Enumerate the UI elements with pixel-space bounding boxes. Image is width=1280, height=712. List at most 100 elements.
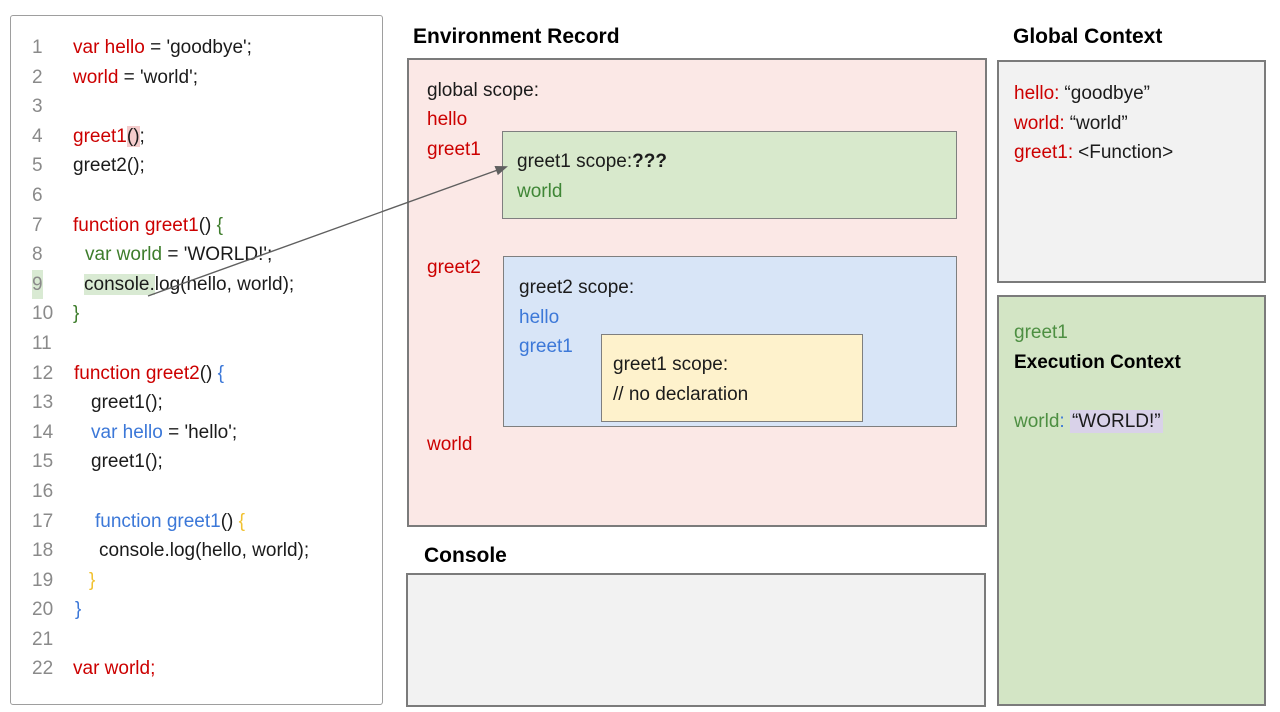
line-number: 19 — [32, 569, 54, 591]
code-line: 16 — [11, 477, 382, 507]
code-line: 8 var world = 'WORLD!'; — [11, 240, 382, 270]
line-number: 12 — [32, 362, 54, 384]
code-line: 12 function greet2() { — [11, 359, 382, 389]
line-number: 11 — [32, 332, 52, 354]
code-token: greet1 — [73, 125, 127, 147]
line-number: 9 — [32, 269, 43, 300]
code-line: 9 console.log(hello, world); — [11, 269, 382, 300]
code-token: = 'world'; — [118, 66, 198, 88]
gc-var-name: world: — [1014, 112, 1065, 134]
line-number: 1 — [32, 37, 43, 58]
code-token: function greet2 — [74, 362, 200, 384]
greet1-scope-title-row: greet1 scope:??? — [517, 147, 956, 177]
code-text: greet1(); — [91, 447, 163, 477]
code-token: var hello — [73, 37, 145, 58]
inner-greet1-scope-title: greet1 scope: — [613, 354, 729, 375]
line-number: 18 — [32, 540, 54, 562]
code-token: = 'WORLD!'; — [162, 244, 273, 266]
line-number: 8 — [32, 244, 43, 266]
environment-record-title: Environment Record — [413, 25, 620, 48]
gc-var-name: greet1: — [1014, 142, 1074, 164]
code-text: greet2(); — [73, 151, 145, 181]
line-number: 4 — [32, 125, 43, 147]
code-token: console.log(hello, world); — [99, 540, 310, 562]
greet1-scope-title: greet1 scope: — [517, 151, 633, 172]
greet1-scope-box: greet1 scope:??? world — [502, 131, 957, 219]
code-token: { — [217, 362, 224, 384]
exec-context-entry: world: “WORLD!” — [1014, 407, 1264, 437]
greet2-scope-title: greet2 scope: — [519, 277, 635, 298]
code-text: function greet1() { — [73, 211, 223, 241]
exec-context-fn-name: greet1 — [1014, 322, 1068, 343]
code-text: } — [75, 595, 81, 625]
line-number: 10 — [32, 303, 54, 325]
code-text: var hello = 'goodbye'; — [73, 33, 252, 63]
code-token: { — [238, 510, 245, 532]
greet2-scope-var-hello: hello — [519, 306, 560, 328]
console-output-box — [406, 573, 986, 707]
line-number: 21 — [32, 628, 54, 650]
line-number: 3 — [32, 96, 43, 118]
global-scope-label: global scope: — [427, 80, 539, 101]
code-line: 5 greet2(); — [11, 151, 382, 181]
global-var-world: world — [427, 434, 473, 455]
code-token: = 'goodbye'; — [144, 37, 252, 58]
line-number: 16 — [32, 480, 54, 502]
line-number: 14 — [32, 421, 54, 443]
line-number: 20 — [32, 599, 54, 621]
code-token: greet1(); — [91, 392, 163, 414]
code-token: } — [89, 569, 96, 591]
code-token: ; — [139, 125, 145, 147]
code-text: console.log(hello, world); — [99, 536, 309, 566]
greet1-scope-var-world: world — [517, 180, 563, 202]
gc-var-value: “world” — [1069, 112, 1128, 134]
code-token: var hello — [91, 421, 163, 443]
global-var-greet2: greet2 — [427, 257, 481, 278]
code-token: console. — [84, 273, 155, 295]
global-context-row: world:“world” — [1014, 109, 1264, 139]
code-token: greet1(); — [91, 451, 163, 473]
code-text: } — [89, 566, 95, 596]
code-text: var world = 'WORLD!'; — [85, 240, 272, 270]
code-text: function greet1() { — [95, 507, 245, 537]
code-line: 21 — [11, 625, 382, 655]
line-number: 2 — [32, 66, 43, 88]
line-number: 17 — [32, 510, 54, 532]
code-token: () — [198, 214, 217, 236]
code-text: } — [73, 299, 79, 329]
console-title: Console — [424, 544, 507, 567]
code-token: log(hello, world); — [154, 273, 295, 295]
exec-context-title: Execution Context — [1014, 351, 1181, 373]
gc-var-value: <Function> — [1078, 142, 1174, 164]
code-token: var world — [85, 244, 163, 266]
code-line: 1 var hello = 'goodbye'; — [11, 33, 382, 63]
code-text: console.log(hello, world); — [84, 270, 294, 300]
code-token: function greet1 — [73, 214, 199, 236]
code-text: greet1(); — [73, 122, 145, 152]
global-context-row: greet1:<Function> — [1014, 138, 1264, 168]
code-line: 18 console.log(hello, world); — [11, 536, 382, 566]
line-number: 15 — [32, 451, 54, 473]
code-token: () — [126, 125, 140, 147]
inner-greet1-scope-comment: // no declaration — [613, 383, 749, 405]
code-line: 14 var hello = 'hello'; — [11, 418, 382, 448]
code-line: 20} — [11, 595, 382, 625]
code-token: () — [199, 362, 218, 384]
code-text: var hello = 'hello'; — [91, 418, 237, 448]
exec-var-name: world — [1014, 411, 1060, 433]
line-number: 7 — [32, 214, 43, 236]
global-scope-box: global scope: hello greet1 greet2 world … — [407, 58, 987, 527]
code-line: 7 function greet1() { — [11, 211, 382, 241]
exec-var-value: “WORLD!” — [1069, 410, 1163, 434]
code-line: 10} — [11, 299, 382, 329]
gc-var-value: “goodbye” — [1064, 83, 1150, 104]
line-number: 5 — [32, 155, 43, 177]
code-text: function greet2() { — [74, 359, 224, 389]
global-context-box: hello:“goodbye” world:“world” greet1:<Fu… — [997, 60, 1266, 283]
code-line: 15 greet1(); — [11, 447, 382, 477]
code-token: greet2(); — [73, 155, 145, 177]
line-number: 13 — [32, 392, 54, 414]
global-var-greet1: greet1 — [427, 139, 481, 160]
